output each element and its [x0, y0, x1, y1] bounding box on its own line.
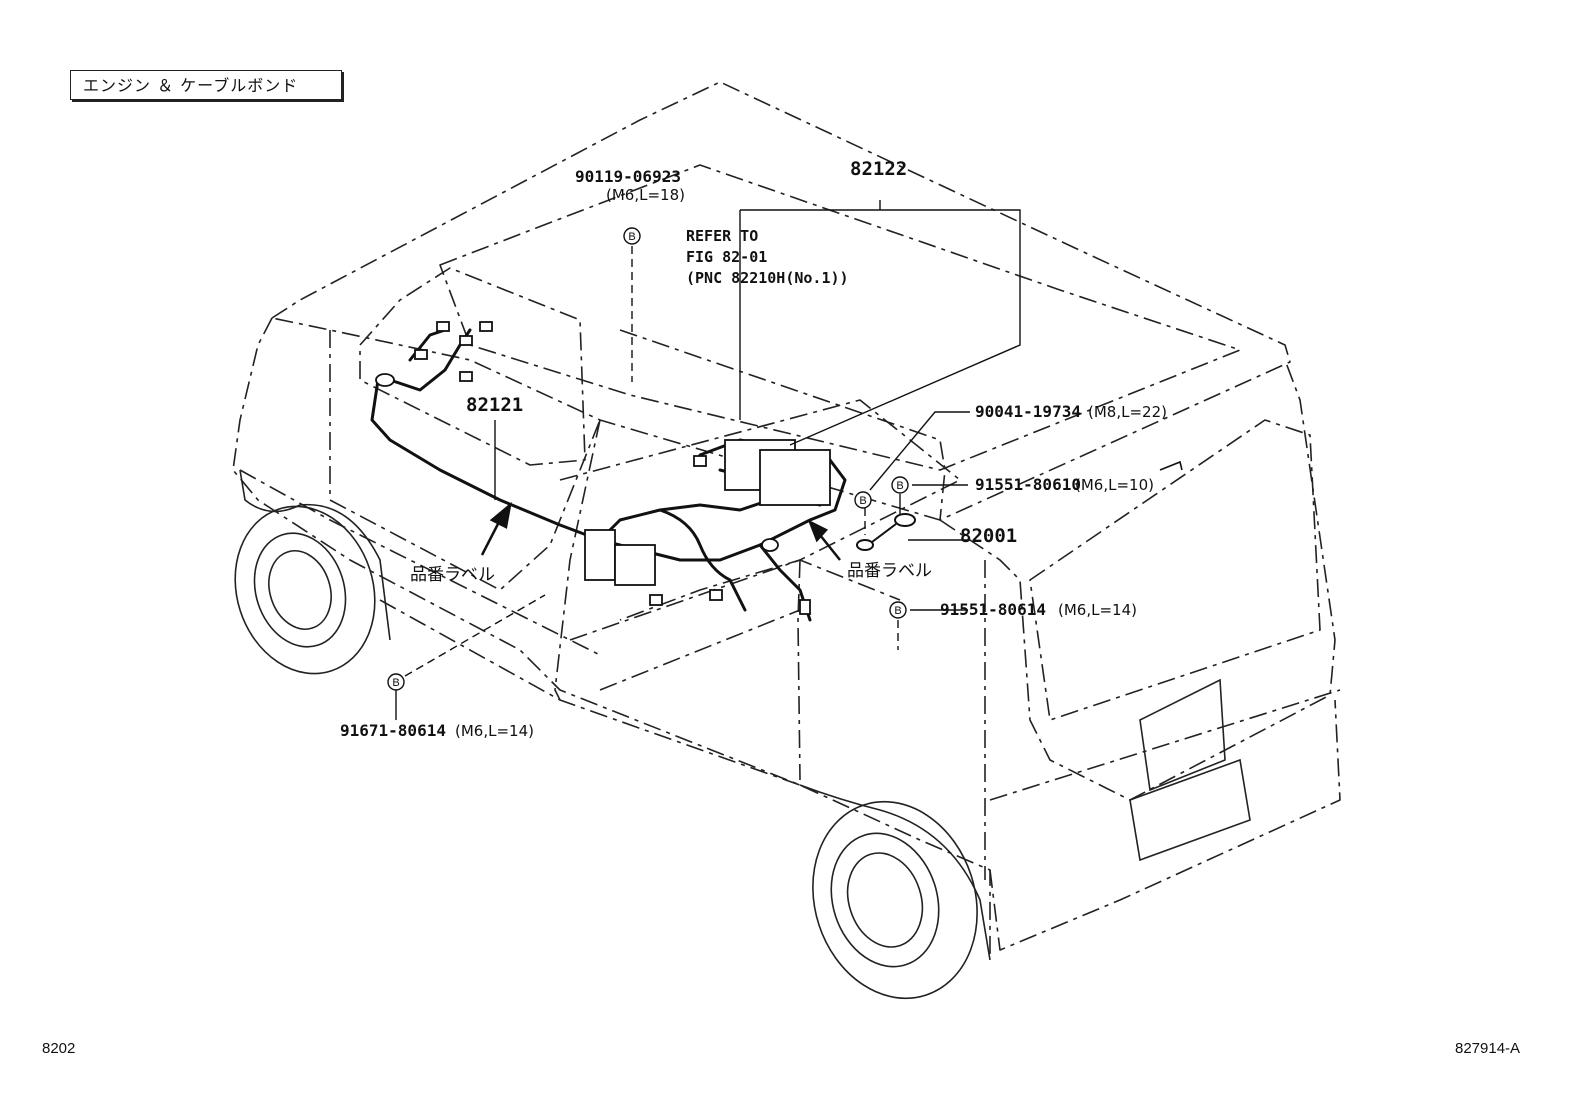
connector [799, 599, 811, 615]
rear-wheel-outer [812, 800, 978, 1000]
rear-end [939, 359, 1336, 801]
callout-91551-14-part: 91551-80614 [940, 600, 1046, 619]
label-left: 品番ラベル [410, 565, 495, 585]
callout-90119-part: 90119-06923 [575, 167, 681, 186]
arrow-right-head [807, 519, 829, 543]
callout-91671-spec: (M6,L=14) [455, 722, 534, 740]
left-sill [239, 469, 601, 656]
diagram-title: エンジン ＆ ケーブルボンド [70, 70, 342, 100]
bracket-2 [614, 544, 656, 586]
front-door [329, 330, 601, 591]
harness-center-loop [658, 508, 747, 612]
marker-letter: B [392, 677, 399, 689]
marker-letter: B [894, 605, 901, 617]
front-wheel-arch [239, 469, 391, 641]
leader-90041 [869, 411, 970, 491]
front-wheel-hub [268, 550, 332, 630]
arrow-left-head [489, 501, 512, 529]
left-body [232, 317, 991, 960]
b-pillar [554, 419, 601, 701]
rear-wheel-arch [799, 784, 991, 961]
callout-82122: 82122 [850, 158, 908, 180]
rear-wheel-inner [830, 832, 940, 968]
connector [693, 455, 707, 467]
marker-b-91551-10 [891, 476, 909, 494]
connector [459, 335, 473, 346]
callout-82121: 82121 [466, 394, 524, 416]
callout-90041-spec: (M8,L=22) [1088, 403, 1167, 421]
callout-91551-14-spec: (M6,L=14) [1058, 601, 1137, 619]
ground-strap-ring-2 [894, 513, 916, 527]
marker-b-90041 [854, 491, 872, 509]
connector [414, 349, 428, 360]
side-line-low [379, 599, 801, 786]
connector [649, 594, 663, 606]
rear-light [1139, 678, 1226, 792]
floor-pan [559, 399, 961, 621]
bracket [584, 529, 616, 581]
grommet [375, 373, 395, 387]
dash-91671 [404, 594, 546, 677]
harness-82121 [370, 378, 812, 562]
rear-license [1129, 758, 1251, 862]
floor-lower [599, 609, 801, 691]
front-wheel-outer [234, 505, 376, 675]
connector [436, 321, 450, 332]
arrow-left-shaft [480, 519, 502, 556]
grommet [761, 538, 779, 552]
refer-line-2: FIG 82-01 [686, 248, 768, 266]
rear-bumper [989, 699, 1341, 951]
marker-letter: B [859, 495, 866, 507]
marker-letter: B [628, 231, 635, 243]
callout-90119-spec: (M6,L=18) [606, 186, 685, 204]
connector [459, 371, 473, 382]
ground-strap [871, 523, 897, 543]
arrow-right-shaft [819, 534, 841, 561]
refer-line-1: REFER TO [686, 227, 759, 245]
front-wheel-inner [253, 532, 347, 648]
callout-91551-10-spec: (M6,L=10) [1075, 476, 1154, 494]
label-right: 品番ラベル [847, 561, 932, 581]
harness-center-bundle [598, 498, 772, 542]
rear-window [1029, 419, 1321, 721]
rear-side-window [619, 329, 946, 521]
front-window [359, 267, 586, 466]
rear-wheel-hub [846, 852, 924, 948]
callout-91551-10-part: 91551-80610 [975, 475, 1081, 494]
ground-strap-ring [856, 539, 874, 551]
connector [479, 321, 493, 332]
callout-82001: 82001 [960, 525, 1018, 547]
marker-b-91551-14 [889, 601, 907, 619]
harness-upper-branch [388, 328, 472, 392]
rear-emblem [1159, 460, 1183, 471]
refer-line-3: (PNC 82210H(No.1)) [686, 269, 849, 287]
marker-letter: B [896, 480, 903, 492]
page-code: 8202 [42, 1040, 76, 1057]
roof-inner [439, 164, 1241, 471]
figure-id: 827914-A [1455, 1040, 1521, 1057]
junction-block-right [759, 449, 831, 506]
callout-91671-part: 91671-80614 [340, 721, 446, 740]
rear-pillar [797, 559, 801, 781]
rear-door [989, 689, 1341, 801]
marker-b-91671 [387, 673, 405, 691]
callout-90041-part: 90041-19734 [975, 402, 1081, 421]
roof-outline [271, 81, 1291, 521]
connector [709, 589, 723, 601]
marker-b-90119 [623, 227, 641, 245]
